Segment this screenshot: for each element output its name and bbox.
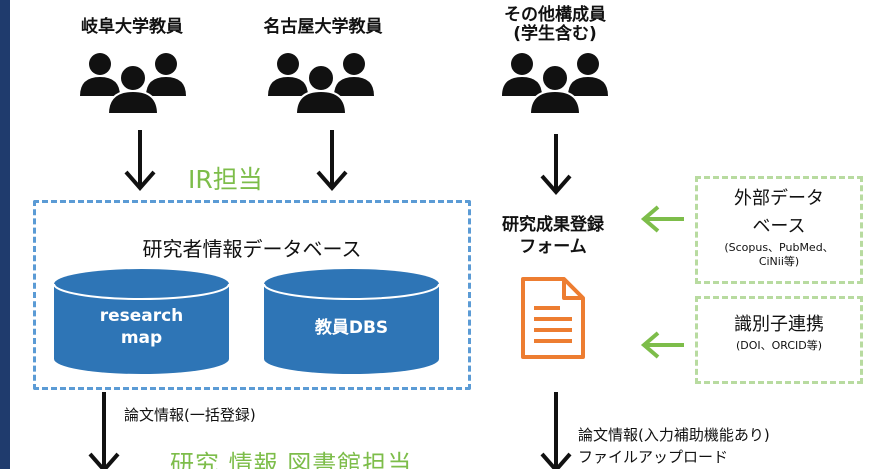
down-arrow-icon — [540, 392, 572, 469]
ir-label: IR担当 — [188, 165, 263, 194]
down-arrow-icon — [88, 392, 120, 469]
left-arrow-icon — [640, 205, 684, 233]
submission-form-title: 研究成果登録 フォーム — [502, 215, 604, 257]
cylinder-icon — [54, 269, 229, 374]
people-group-icon — [268, 53, 374, 115]
group-label-others: その他構成員 (学生含む) — [504, 5, 606, 44]
external-database-box: 外部データ ベース (Scopus、PubMed、 CiNii等) — [695, 176, 863, 284]
bulk-registration-text: 論文情報(一括登録) — [124, 406, 256, 424]
external-database-detail: (Scopus、PubMed、 CiNii等) — [724, 241, 834, 268]
people-group-icon — [502, 53, 608, 115]
group-label-gifu: 岐阜大学教員 — [81, 17, 183, 37]
left-accent-bar — [0, 0, 10, 469]
file-upload-text: ファイルアップロード — [578, 448, 729, 466]
left-arrow-icon — [640, 331, 684, 359]
down-arrow-icon — [316, 130, 348, 192]
cylinder-label: 教員DBS — [314, 318, 389, 338]
external-database-title: 外部データ ベース — [734, 188, 824, 237]
database-cylinder-researchmap: research map — [54, 269, 229, 374]
down-arrow-icon — [124, 130, 156, 192]
identifier-link-box: 識別子連携 (DOI、ORCID等) — [695, 296, 863, 384]
group-label-nagoya: 名古屋大学教員 — [263, 17, 383, 37]
researcher-database-box: 研究者情報データベース research map 教員DBS — [33, 200, 471, 390]
identifier-link-title: 識別子連携 — [734, 314, 824, 335]
down-arrow-icon — [540, 134, 572, 196]
database-cylinder-dbs: 教員DBS — [264, 269, 439, 374]
identifier-link-detail: (DOI、ORCID等) — [735, 339, 823, 352]
people-group-icon — [80, 53, 186, 115]
document-icon — [521, 277, 585, 359]
library-staff-label: 研究 情報 図書館担当 — [170, 450, 413, 469]
cylinder-icon — [264, 269, 439, 374]
database-title: 研究者情報データベース — [142, 237, 362, 261]
cylinder-label: research map — [99, 306, 184, 348]
assisted-input-text: 論文情報(入力補助機能あり) — [578, 426, 770, 444]
